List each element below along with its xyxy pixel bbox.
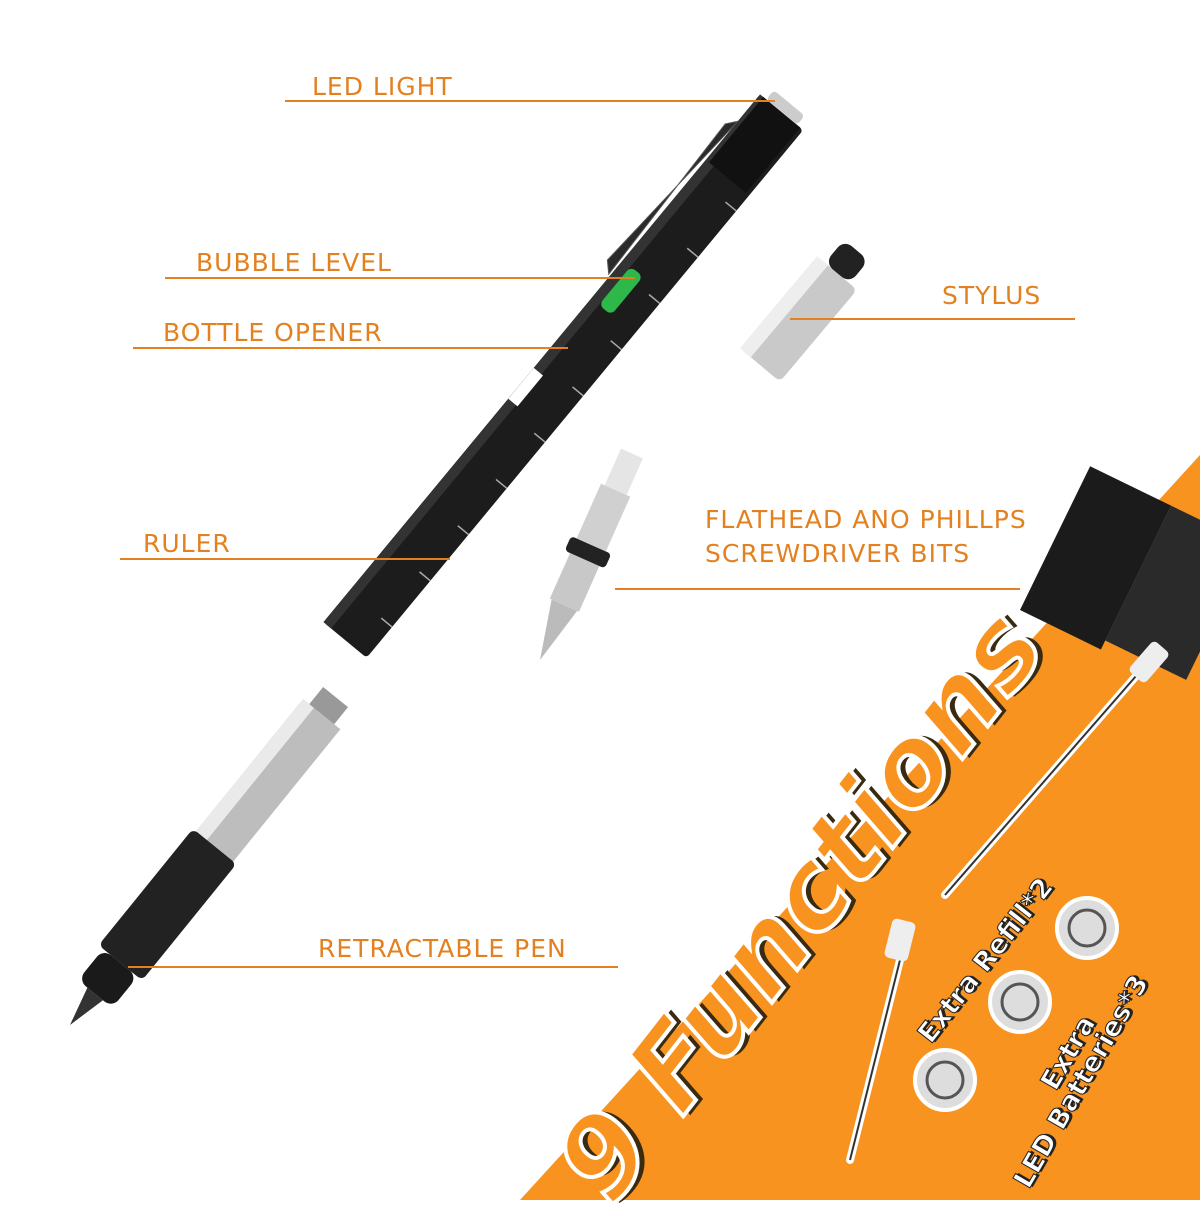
stylus-line xyxy=(790,318,1075,320)
product-illustration xyxy=(70,91,1200,1200)
label-screwdriver-bits-1: FLATHEAD ANO PHILLPS xyxy=(705,505,1027,534)
label-ruler: RULER xyxy=(143,529,231,558)
label-retractable-pen: RETRACTABLE PEN xyxy=(318,934,567,963)
pen-clip xyxy=(606,120,740,276)
led-batteries xyxy=(913,896,1119,1112)
bottle-opener-line xyxy=(133,347,568,349)
bubble-level xyxy=(601,268,641,313)
label-screwdriver-bits-2: SCREWDRIVER BITS xyxy=(705,539,971,568)
led-light-line xyxy=(285,100,775,102)
screwdriver-bit xyxy=(540,448,643,660)
gift-box xyxy=(1019,466,1200,680)
ruler-line xyxy=(120,558,450,560)
multitool-pen-body xyxy=(323,91,804,657)
stylus-cap xyxy=(740,243,865,380)
label-led-light: LED LIGHT xyxy=(312,72,453,101)
retractable-pen-line xyxy=(128,966,618,968)
label-bottle-opener: BOTTLE OPENER xyxy=(163,318,383,347)
bubble-level-line xyxy=(165,277,635,279)
label-bubble-level: BUBBLE LEVEL xyxy=(196,248,392,277)
label-stylus: STYLUS xyxy=(942,281,1042,310)
retractable-pen-part xyxy=(70,686,349,1025)
screwdriver-line xyxy=(615,588,1020,590)
